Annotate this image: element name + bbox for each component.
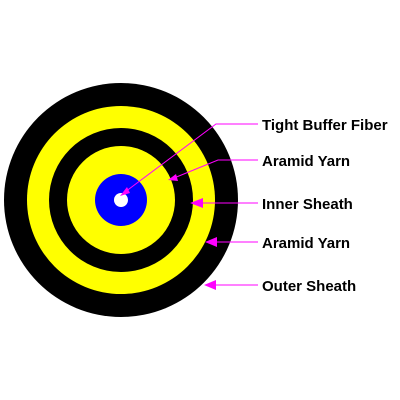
label-aramid-yarn-outer: Aramid Yarn (262, 235, 350, 252)
leader-aramid-yarn-inner (168, 159, 258, 181)
component-labels: Tight Buffer Fiber Aramid Yarn Inner She… (262, 117, 388, 295)
fiber-core (114, 193, 128, 207)
leader-tight-buffer-fiber (120, 123, 258, 196)
cable-rings (4, 83, 238, 317)
label-outer-sheath: Outer Sheath (262, 278, 356, 295)
label-aramid-yarn-inner: Aramid Yarn (262, 153, 350, 170)
label-inner-sheath: Inner Sheath (262, 196, 353, 213)
leader-inner-sheath (190, 198, 258, 208)
label-tight-buffer-fiber: Tight Buffer Fiber (262, 117, 388, 134)
leader-aramid-yarn-outer (205, 237, 258, 247)
leader-outer-sheath (204, 280, 258, 290)
leader-lines (120, 123, 258, 290)
